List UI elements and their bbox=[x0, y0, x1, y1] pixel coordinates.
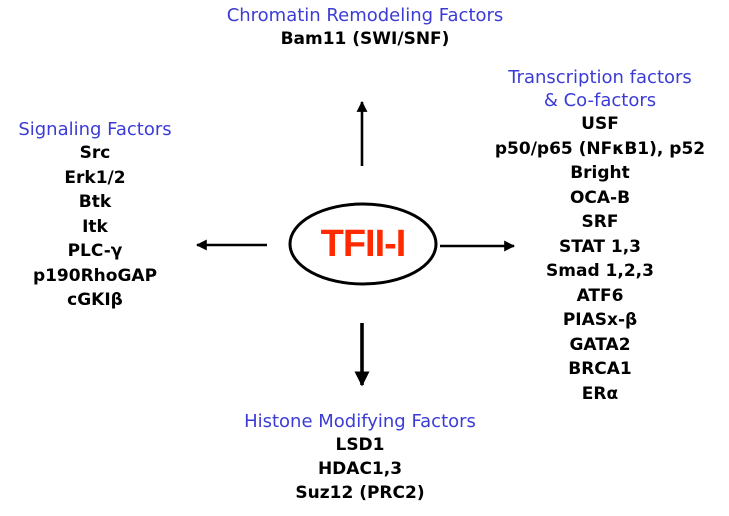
center-ellipse bbox=[288, 202, 438, 286]
center-label: TFII-I bbox=[320, 223, 407, 265]
factor-item: PLC-γ bbox=[67, 241, 123, 261]
factor-item: Btk bbox=[78, 192, 112, 212]
group-heading: Signaling Factors bbox=[18, 119, 172, 140]
factor-item: ATF6 bbox=[576, 285, 624, 306]
factor-item: cGKIβ bbox=[67, 290, 123, 310]
factor-item: Src bbox=[79, 143, 111, 163]
group-heading: Chromatin Remodeling Factors bbox=[226, 5, 504, 26]
factor-item: BRCA1 bbox=[568, 359, 632, 379]
factor-item: Bright bbox=[570, 163, 630, 183]
factor-item: Smad 1,2,3 bbox=[546, 261, 654, 281]
transcription-factors-group: Transcription factors & Co-factors USF p… bbox=[480, 66, 720, 406]
factor-item: Erk1/2 bbox=[64, 167, 126, 188]
factor-item: Suz12 (PRC2) bbox=[295, 483, 425, 503]
factor-item: OCA-B bbox=[569, 187, 631, 208]
factor-item: STAT 1,3 bbox=[559, 236, 641, 257]
factor-item: LSD1 bbox=[335, 435, 385, 455]
tfii-i-center-node: TFII-I bbox=[287, 201, 439, 287]
factor-item: Bam11 (SWI/SNF) bbox=[280, 29, 450, 49]
histone-modifying-group: Histone Modifying Factors LSD1 HDAC1,3 S… bbox=[200, 410, 520, 505]
factor-item: GATA2 bbox=[569, 334, 631, 355]
factor-item: ERα bbox=[581, 383, 619, 404]
chromatin-remodeling-group: Chromatin Remodeling Factors Bam11 (SWI/… bbox=[200, 4, 530, 51]
factor-item: USF bbox=[581, 114, 619, 134]
group-heading-line1: Transcription factors bbox=[508, 67, 692, 88]
signaling-factors-group: Signaling Factors Src Erk1/2 Btk Itk PLC… bbox=[0, 118, 190, 313]
factor-item: PIASx-β bbox=[562, 310, 638, 330]
factor-item: Itk bbox=[82, 216, 108, 237]
factor-item: HDAC1,3 bbox=[317, 459, 403, 479]
factor-item: p190RhoGAP bbox=[32, 265, 158, 286]
group-heading-line2: & Co-factors bbox=[543, 90, 657, 111]
group-heading: Histone Modifying Factors bbox=[244, 411, 476, 432]
factor-item: SRF bbox=[581, 212, 619, 232]
factor-item: p50/p65 (NFκB1), p52 bbox=[494, 138, 706, 159]
